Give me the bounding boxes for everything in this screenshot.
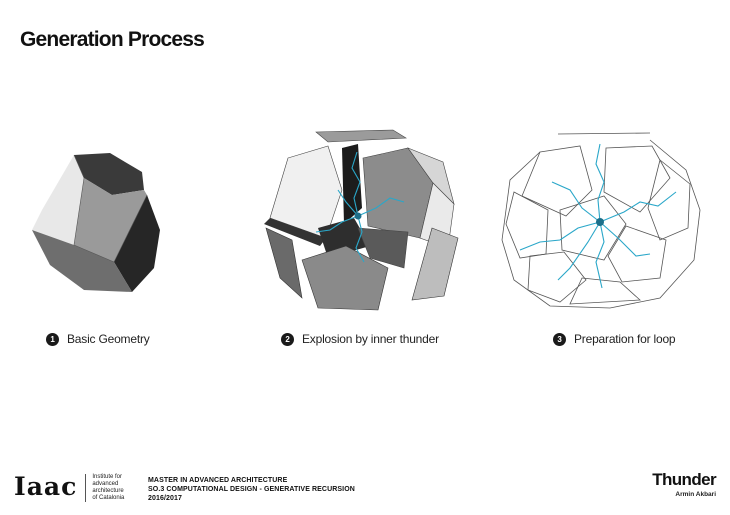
logo-mark: Iaac (14, 472, 78, 501)
course-name: SO.3 COMPUTATIONAL DESIGN - GENERATIVE R… (148, 486, 355, 493)
thunder-core (596, 218, 604, 226)
face-front (74, 178, 147, 262)
shard-top (315, 129, 407, 143)
step-number-badge: 3 (553, 332, 566, 346)
step-caption-3: 3 Preparation for loop (553, 332, 676, 346)
explosion-figure (258, 128, 463, 313)
thunder-lines (519, 143, 677, 289)
face-left-light (32, 155, 84, 245)
face-dark-right (114, 195, 160, 292)
project-brand: Thunder Armin Akbari (652, 470, 716, 498)
step-caption-1: 1 Basic Geometry (46, 332, 150, 346)
academic-year: 2016/2017 (148, 495, 182, 502)
program-name: MASTER IN ADVANCED ARCHITECTURE (148, 477, 288, 484)
project-author: Armin Akbari (675, 491, 716, 498)
face-top (74, 153, 144, 195)
thunder-lines (315, 151, 405, 263)
program-info: MASTER IN ADVANCED ARCHITECTURE SO.3 COM… (148, 476, 355, 503)
step-number-badge: 2 (281, 332, 294, 346)
loop-preparation-figure (500, 130, 705, 310)
project-title: Thunder (652, 470, 716, 489)
shard-bottom (301, 245, 389, 311)
step-label: Explosion by inner thunder (302, 332, 439, 346)
institute-name: Institute for advanced architecture of C… (92, 474, 125, 501)
iaac-logo: Iaac Institute for advanced architecture… (14, 474, 142, 502)
basic-geometry-figure (22, 150, 172, 300)
shard-left-upper (269, 145, 343, 239)
thunder-core (354, 212, 362, 220)
step-label: Preparation for loop (574, 332, 676, 346)
face-bottom (32, 230, 132, 292)
step-number-badge: 1 (46, 332, 59, 346)
step-caption-2: 2 Explosion by inner thunder (281, 332, 439, 346)
step-label: Basic Geometry (67, 332, 150, 346)
logo-divider (85, 474, 87, 502)
page-title: Generation Process (20, 28, 205, 51)
